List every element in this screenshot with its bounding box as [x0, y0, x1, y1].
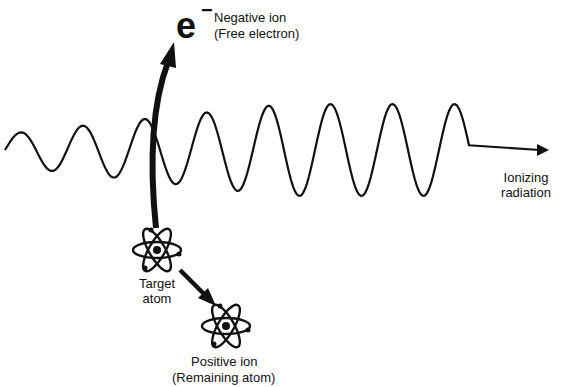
- label-text: Target atom: [127, 276, 187, 306]
- ion-arrow: [180, 270, 206, 296]
- label-note: (Free electron): [214, 26, 299, 41]
- label-text: Ionizing radiation: [494, 170, 558, 200]
- label-note: (Remaining atom): [172, 370, 275, 385]
- electron-dot: [212, 342, 217, 347]
- charge-sign: −: [201, 0, 213, 20]
- electron-arrowhead: [160, 42, 176, 68]
- wave-arrowhead: [537, 144, 549, 156]
- electron-symbol: e: [176, 8, 196, 44]
- nucleus: [222, 322, 230, 330]
- positive-ion-atom: [202, 301, 251, 351]
- electron-dot: [143, 266, 148, 271]
- electron-dot: [246, 328, 251, 333]
- orbit: [133, 242, 181, 258]
- nucleus: [153, 246, 161, 254]
- label-heading: Negative ion: [214, 10, 286, 25]
- target-atom: [133, 225, 182, 275]
- ion-arrowhead: [198, 288, 216, 306]
- orbit: [207, 301, 245, 351]
- orbit: [138, 225, 176, 275]
- electron-dot: [177, 252, 182, 257]
- radiation-wave: [5, 104, 540, 196]
- electron-arrow: [152, 62, 168, 228]
- electron-dot: [218, 304, 223, 309]
- orbit: [207, 301, 245, 351]
- orbit: [202, 318, 250, 334]
- electron-dot: [149, 228, 154, 233]
- orbit: [138, 225, 176, 275]
- label-heading: Positive ion: [191, 354, 257, 369]
